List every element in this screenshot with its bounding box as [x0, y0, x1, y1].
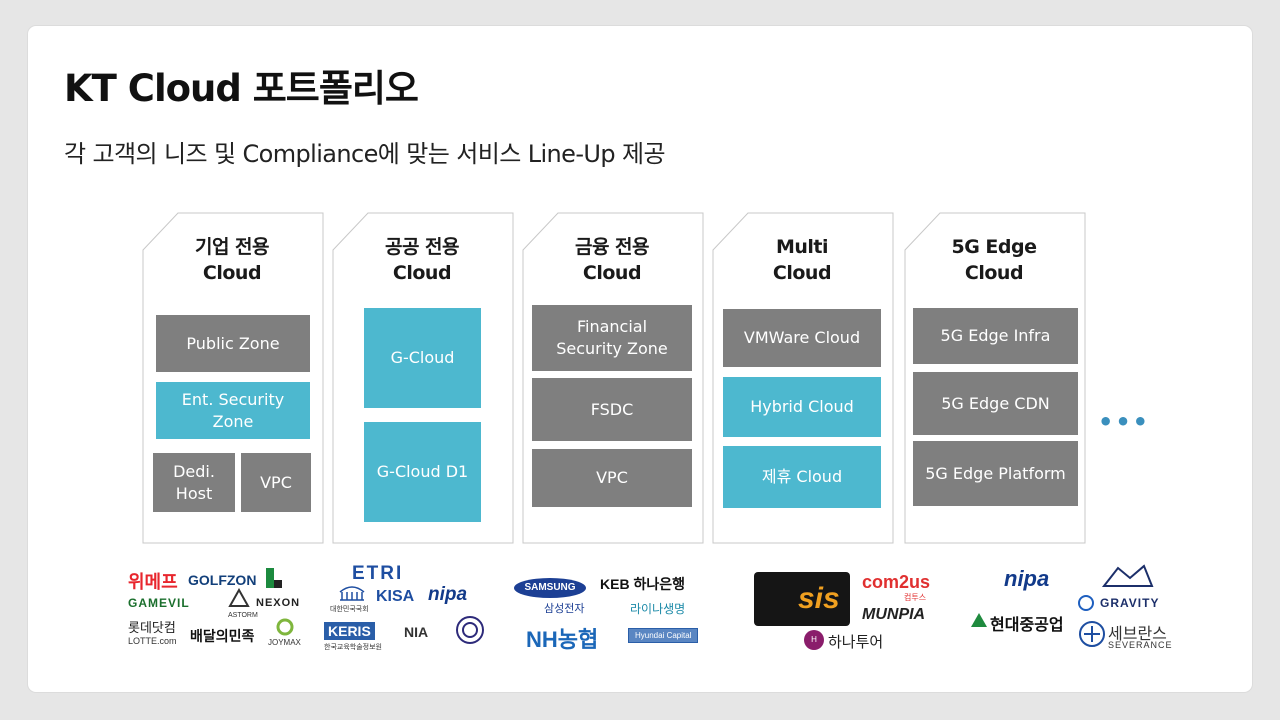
column-title: Multi Cloud [712, 234, 892, 286]
column-multi: Multi Cloud VMWare Cloud Hybrid Cloud 제휴… [712, 212, 894, 544]
service-box-vpc[interactable]: VPC [532, 449, 692, 507]
logo-samsung: SAMSUNG [514, 578, 586, 598]
service-box-hybrid-cloud[interactable]: Hybrid Cloud [723, 377, 881, 437]
service-box-label: Financial Security Zone [556, 317, 668, 358]
column-title-line2: Cloud [964, 262, 1024, 284]
column-title: 금융 전용 Cloud [522, 234, 702, 286]
logo-gamevil: GAMEVIL [128, 596, 190, 610]
logo-wemakeprice: 위메프 [128, 572, 178, 592]
service-box-vpc[interactable]: VPC [241, 453, 311, 512]
column-title-line1: 금융 전용 [574, 236, 650, 258]
more-indicator: ••• [1098, 408, 1151, 436]
hanatour-mark-icon: H [804, 630, 824, 650]
logo-lina-life: 라이나생명 [630, 602, 686, 616]
column-title-line2: Cloud [392, 262, 452, 284]
severance-emblem-icon [1079, 621, 1105, 647]
logo-lotte-korean: 롯데닷컴 [128, 620, 176, 635]
service-box-label: Dedi. Host [173, 461, 215, 503]
logo-sis-badge: sis [754, 572, 850, 626]
astorm-mark-icon [228, 588, 250, 607]
column-public: 공공 전용 Cloud G-Cloud G-Cloud D1 [332, 212, 514, 544]
logo-national-assembly: 대한민국국회 [330, 606, 369, 613]
page-subtitle: 각 고객의 니즈 및 Compliance에 맞는 서비스 Line-Up 제공 [64, 140, 666, 168]
service-box-dedi-host[interactable]: Dedi. Host [153, 453, 235, 512]
service-box-label: Ent. Security Zone [181, 389, 285, 431]
service-box-public-zone[interactable]: Public Zone [156, 315, 310, 372]
column-title: 공공 전용 Cloud [332, 234, 512, 286]
logo-baemin: 배달의민족 [190, 628, 255, 644]
column-title: 5G Edge Cloud [904, 234, 1084, 286]
logo-severance: SEVERANCE [1108, 640, 1173, 650]
logo-nia: NIA [404, 624, 429, 640]
service-box-fsdc[interactable]: FSDC [532, 378, 692, 441]
logo-nipa: nipa [1004, 566, 1050, 591]
logo-sis: sis [798, 582, 840, 615]
logo-com2us: com2us [862, 572, 931, 592]
logo-hanatour: 하나투어 [828, 634, 884, 651]
logo-severance-korean: 세브란스 [1108, 626, 1167, 643]
column-5g-edge: 5G Edge Cloud 5G Edge Infra 5G Edge CDN … [904, 212, 1086, 544]
column-title-line2: Cloud [772, 262, 832, 284]
logo-munpia: MUNPIA [862, 606, 926, 623]
page-title: KT Cloud 포트폴리오 [64, 67, 419, 110]
gravity-mark-icon [1078, 595, 1094, 611]
column-enterprise: 기업 전용 Cloud Public Zone Ent. Security Zo… [142, 212, 324, 544]
ragnarok-mark-icon [1101, 564, 1154, 587]
service-box-partner-cloud[interactable]: 제휴 Cloud [723, 446, 881, 508]
logo-etri: ETRI [352, 563, 404, 584]
service-box-g-cloud[interactable]: G-Cloud [364, 308, 481, 408]
logo-astorm: ASTORM [228, 612, 258, 619]
logo-kisa: KISA [376, 588, 415, 605]
logo-hyundai-heavy: 현대중공업 [990, 617, 1064, 634]
logo-keb-hana: KEB 하나은행 [600, 576, 685, 592]
service-box-ent-security-zone[interactable]: Ent. Security Zone [156, 382, 310, 439]
column-title: 기업 전용 Cloud [142, 234, 322, 286]
logo-samsung-electronics: 삼성전자 [544, 603, 585, 615]
column-title-line2: Cloud [202, 262, 262, 284]
seal-emblem-icon [456, 616, 484, 644]
service-box-g-cloud-d1[interactable]: G-Cloud D1 [364, 422, 481, 522]
national-assembly-icon [339, 586, 365, 601]
logo-golfzon: GOLFZON [188, 572, 257, 588]
logo-hyundai-capital: Hyundai Capital [628, 628, 699, 643]
joymax-mark-icon [276, 618, 294, 636]
column-title-line1: Multi [775, 236, 829, 258]
column-title-line1: 5G Edge [951, 236, 1038, 258]
logo-joymax: JOYMAX [268, 638, 301, 647]
service-box-5g-edge-platform[interactable]: 5G Edge Platform [913, 441, 1078, 506]
logo-keris: KERIS [324, 622, 375, 640]
service-box-5g-edge-cdn[interactable]: 5G Edge CDN [913, 372, 1078, 435]
logo-com2us-korean: 컴투스 [904, 593, 927, 602]
service-box-5g-edge-infra[interactable]: 5G Edge Infra [913, 308, 1078, 364]
hhi-triangle-icon [971, 613, 987, 627]
logo-nexon: NEXON [256, 597, 301, 609]
service-box-vmware-cloud[interactable]: VMWare Cloud [723, 309, 881, 367]
nexon-mark-icon [266, 568, 282, 588]
column-title-line2: Cloud [582, 262, 642, 284]
logo-nipa: nipa [428, 584, 468, 605]
column-title-line1: 공공 전용 [384, 236, 460, 258]
logo-gravity: GRAVITY [1100, 596, 1160, 610]
column-title-line1: 기업 전용 [194, 236, 270, 258]
logo-nh-nonghyup: NH농협 [526, 627, 599, 652]
service-box-financial-security-zone[interactable]: Financial Security Zone [532, 305, 692, 371]
logo-lotte-com: LOTTE.com [128, 636, 177, 646]
column-finance: 금융 전용 Cloud Financial Security Zone FSDC… [522, 212, 704, 544]
logo-keris-korean: 한국교육학술정보원 [324, 644, 382, 651]
